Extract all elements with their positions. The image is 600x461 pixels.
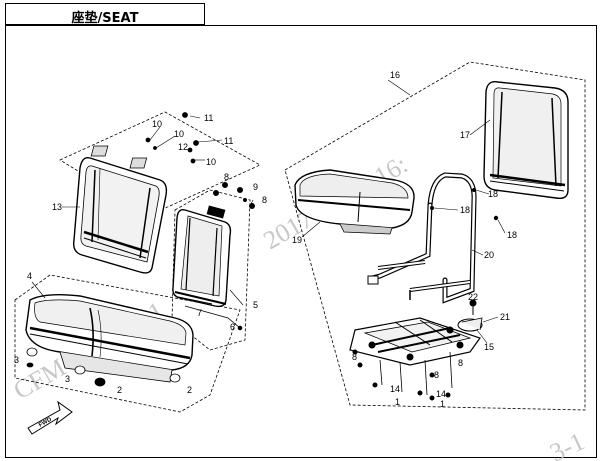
callout-2-right: 2 bbox=[187, 385, 192, 395]
callout-10-mid: 10 bbox=[174, 129, 184, 139]
callout-9: 9 bbox=[253, 182, 258, 192]
callout-10-top: 10 bbox=[152, 119, 162, 129]
callout-12: 12 bbox=[178, 142, 188, 152]
callout-3-left: 3 bbox=[14, 355, 19, 365]
bench-grommets-2-3 bbox=[26, 347, 181, 387]
callout-15: 15 bbox=[484, 342, 494, 352]
callout-21: 21 bbox=[500, 312, 510, 322]
fwd-arrow: FWD bbox=[27, 400, 73, 435]
callout-2-mid: 2 bbox=[117, 385, 122, 395]
callout-22: 22 bbox=[468, 292, 478, 302]
callout-20: 20 bbox=[484, 250, 494, 260]
callout-8-rail-left: 8 bbox=[352, 352, 357, 362]
callout-19: 19 bbox=[292, 235, 302, 245]
bottom-bolts-1-14 bbox=[352, 349, 451, 401]
callout-3-mid: 3 bbox=[65, 374, 70, 384]
callout-8-rail-right: 8 bbox=[458, 358, 463, 368]
backrest-frame-20 bbox=[367, 172, 477, 304]
title-box: 座垫/SEAT bbox=[5, 3, 205, 26]
callout-6: 6 bbox=[230, 322, 235, 332]
callout-14-left: 14 bbox=[390, 384, 400, 394]
rivets-18 bbox=[430, 188, 499, 221]
rear-backrest-right-5 bbox=[172, 205, 243, 331]
rear-bench-outline bbox=[14, 274, 241, 413]
callout-18-right: 18 bbox=[507, 230, 517, 240]
front-seat-group-outline bbox=[284, 61, 586, 411]
adjust-lever-15-21 bbox=[457, 299, 483, 332]
leader-lines bbox=[31, 79, 506, 344]
callout-8-center-a: 8 bbox=[224, 172, 229, 182]
callout-labels: 13 4 5 6 7 11 11 10 10 10 12 8 9 8 3 3 2… bbox=[14, 70, 517, 409]
front-backrest-17 bbox=[483, 81, 569, 200]
callout-8-rail-mid: 8 bbox=[434, 370, 439, 380]
callout-7: 7 bbox=[197, 308, 202, 318]
callout-17: 17 bbox=[460, 130, 470, 140]
callout-10-low: 10 bbox=[206, 157, 216, 167]
callout-13: 13 bbox=[52, 202, 62, 212]
front-seat-cushion-19 bbox=[294, 169, 415, 235]
bolts-8-9 bbox=[213, 182, 255, 209]
hinge-brackets-10-12 bbox=[90, 112, 199, 169]
rear-backrest-13 bbox=[72, 157, 168, 274]
callout-1-right: 1 bbox=[440, 399, 445, 409]
seat-slide-rail-base bbox=[349, 317, 481, 396]
callout-1-left: 1 bbox=[395, 397, 400, 407]
callout-18-mid: 18 bbox=[460, 205, 470, 215]
callout-14-right: 14 bbox=[436, 389, 446, 399]
callout-11-top: 11 bbox=[204, 113, 213, 123]
callout-5: 5 bbox=[253, 300, 258, 310]
callout-16: 16 bbox=[390, 70, 400, 80]
diagram-title: 座垫/SEAT bbox=[71, 11, 139, 26]
rear-bench-seat-4 bbox=[25, 293, 194, 383]
watermark-corner: 3-1 bbox=[545, 427, 589, 461]
callout-18-top: 18 bbox=[488, 189, 498, 199]
callout-4: 4 bbox=[27, 271, 32, 281]
diagram-frame bbox=[5, 25, 597, 458]
callout-8-center-b: 8 bbox=[262, 195, 267, 205]
callout-11-mid: 11 bbox=[224, 136, 233, 146]
